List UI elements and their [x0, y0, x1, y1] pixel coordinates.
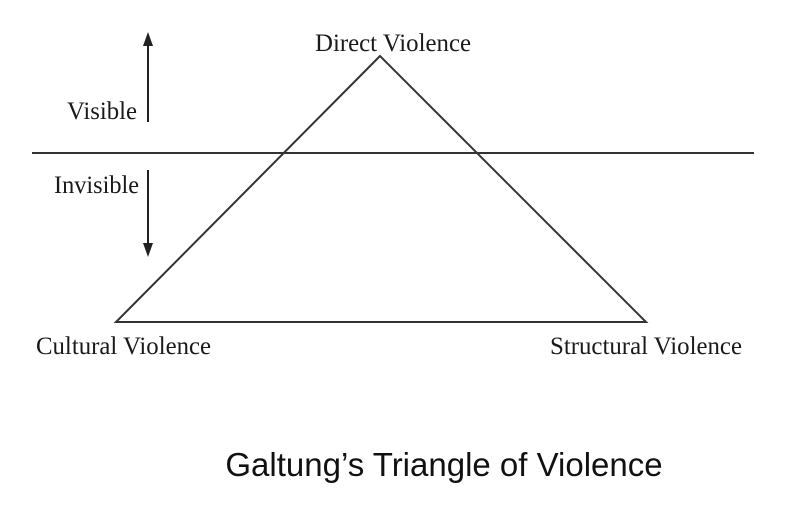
arrow-down-icon [143, 170, 153, 257]
violence-triangle [113, 54, 649, 323]
cultural-violence-label: Cultural Violence [36, 333, 211, 360]
diagram-caption: Galtung’s Triangle of Violence [225, 446, 663, 483]
visible-label: Visible [67, 98, 137, 125]
arrow-up-icon [143, 32, 153, 122]
structural-violence-label: Structural Violence [550, 333, 742, 360]
direct-violence-label: Direct Violence [315, 30, 471, 57]
invisible-label: Invisible [54, 172, 139, 199]
